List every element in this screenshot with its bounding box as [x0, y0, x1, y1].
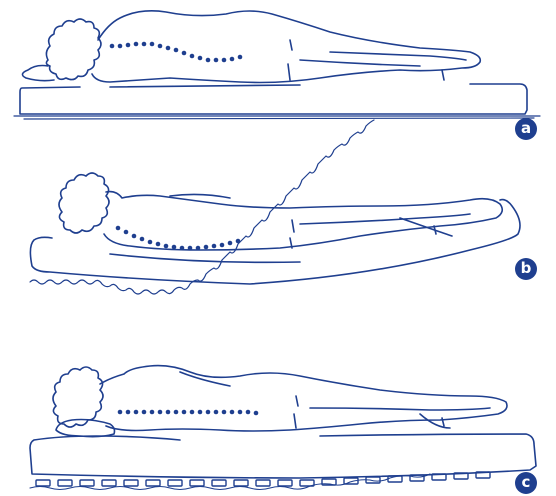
panel-a-head — [46, 19, 101, 80]
panel-a-mattress — [20, 84, 527, 114]
panel-c-label: c — [515, 472, 537, 494]
panel-b-head — [59, 173, 109, 233]
panel-a-spine-dots — [110, 42, 243, 63]
panel-c-figure — [30, 366, 536, 490]
panel-b-mattress — [30, 200, 520, 284]
panel-c-spine-dots — [118, 410, 259, 416]
panel-a-body — [92, 11, 480, 83]
panel-c-slats — [36, 472, 490, 486]
panel-a-limb-lines — [288, 40, 466, 80]
panel-b-label: b — [515, 258, 537, 280]
panel-b-limb-lines — [170, 194, 470, 248]
panel-c-head — [53, 367, 103, 427]
panel-a-label: a — [515, 118, 537, 140]
panel-c-body — [100, 366, 507, 431]
panel-b-body — [104, 192, 502, 250]
panel-a-floor-line — [14, 116, 540, 119]
panel-a-figure — [14, 11, 540, 119]
panel-c-pillow — [56, 420, 115, 437]
panel-b-figure — [30, 120, 520, 294]
panel-c-mattress — [30, 434, 536, 478]
